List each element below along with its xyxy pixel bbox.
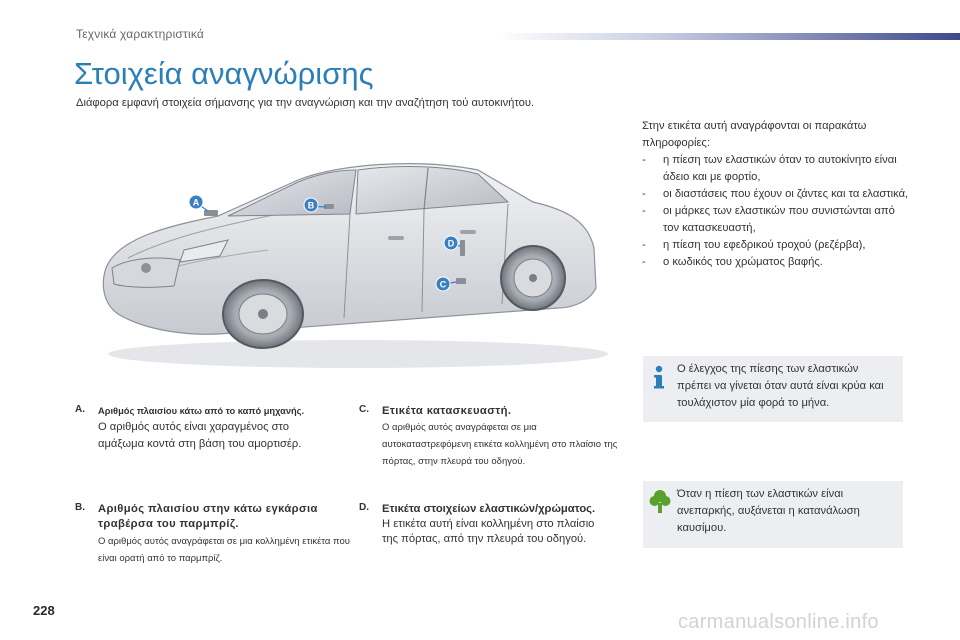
section-a-body: Ο αριθμός αυτός είναι χαραγμένος στο αμά… xyxy=(98,421,302,450)
info-note: Ο έλεγχος της πίεσης των ελαστικών πρέπε… xyxy=(643,356,903,422)
page-subtitle: Διάφορα εμφανή στοιχεία σήμανσης για την… xyxy=(76,97,535,109)
eco-note: Όταν η πίεση των ελαστικών είναι ανεπαρκ… xyxy=(643,481,903,548)
section-b: B. Αριθμός πλαισίου στην κάτω εγκάρσια τ… xyxy=(75,502,350,572)
label-info-list: η πίεση των ελαστικών όταν το αυτοκίνητο… xyxy=(642,152,912,271)
section-c-letter: C. xyxy=(359,404,369,415)
marker-c xyxy=(456,278,466,284)
car-illustration: A B D C xyxy=(88,118,608,380)
section-header-title: Τεχνικά χαρακτηριστικά xyxy=(76,27,205,41)
section-a-title: Αριθμός πλαισίου κάτω από το καπό μηχανή… xyxy=(98,406,305,416)
watermark: carmanualsonline.info xyxy=(678,611,879,633)
section-c-body: Ο αριθμός αυτός αναγράφεται σε μια αυτοκ… xyxy=(382,422,618,467)
marker-d xyxy=(460,240,465,256)
svg-text:C: C xyxy=(440,280,447,290)
section-d-title: Ετικέτα στοιχείων ελαστικών/χρώματος. xyxy=(382,503,596,515)
list-item: η πίεση των ελαστικών όταν το αυτοκίνητο… xyxy=(642,152,912,186)
section-a-letter: A. xyxy=(75,404,85,415)
info-icon xyxy=(654,365,664,389)
marker-a xyxy=(204,210,218,216)
svg-text:A: A xyxy=(193,198,200,208)
badge-d: D xyxy=(443,235,461,251)
header-gradient-bar xyxy=(496,33,960,40)
section-b-body: Ο αριθμός αυτός αναγράφεται σε μια κολλη… xyxy=(98,536,350,564)
badge-a: A xyxy=(188,194,209,212)
section-c-title: Ετικέτα κατασκευαστή. xyxy=(382,405,512,417)
list-item: η πίεση του εφεδρικού τροχού (ρεζέρβα), xyxy=(642,237,912,254)
label-info-column: Στην ετικέτα αυτή αναγράφονται οι παρακά… xyxy=(642,118,912,271)
page-number: 228 xyxy=(33,603,55,618)
section-b-title: Αριθμός πλαισίου στην κάτω εγκάρσια τραβ… xyxy=(98,503,318,530)
list-item: ο κωδικός του χρώματος βαφής. xyxy=(642,254,912,271)
section-d: D. Ετικέτα στοιχείων ελαστικών/χρώματος.… xyxy=(359,502,629,572)
section-b-letter: B. xyxy=(75,502,85,513)
section-d-body: Η ετικέτα αυτή είναι κολλημένη στο πλαίσ… xyxy=(382,518,595,545)
car-drawing: A B D C xyxy=(102,163,608,368)
section-a: A. Αριθμός πλαισίου κάτω από το καπό μηχ… xyxy=(75,404,350,464)
badge-b: B xyxy=(303,197,327,213)
eco-note-text: Όταν η πίεση των ελαστικών είναι ανεπαρκ… xyxy=(677,488,860,534)
section-c: C. Ετικέτα κατασκευαστή. Ο αριθμός αυτός… xyxy=(359,404,629,474)
list-item: οι διαστάσεις που έχουν οι ζάντες και τα… xyxy=(642,186,912,203)
svg-text:D: D xyxy=(448,239,455,249)
badge-c: C xyxy=(435,276,457,292)
svg-text:B: B xyxy=(308,201,315,211)
list-item: οι μάρκες των ελαστικών που συνιστώνται … xyxy=(642,203,912,237)
tree-icon xyxy=(649,490,671,513)
section-d-letter: D. xyxy=(359,502,369,513)
label-info-intro: Στην ετικέτα αυτή αναγράφονται οι παρακά… xyxy=(642,120,867,149)
info-note-text: Ο έλεγχος της πίεσης των ελαστικών πρέπε… xyxy=(677,363,884,409)
page-title: Στοιχεία αναγνώρισης xyxy=(74,56,374,91)
marker-b xyxy=(324,204,334,209)
